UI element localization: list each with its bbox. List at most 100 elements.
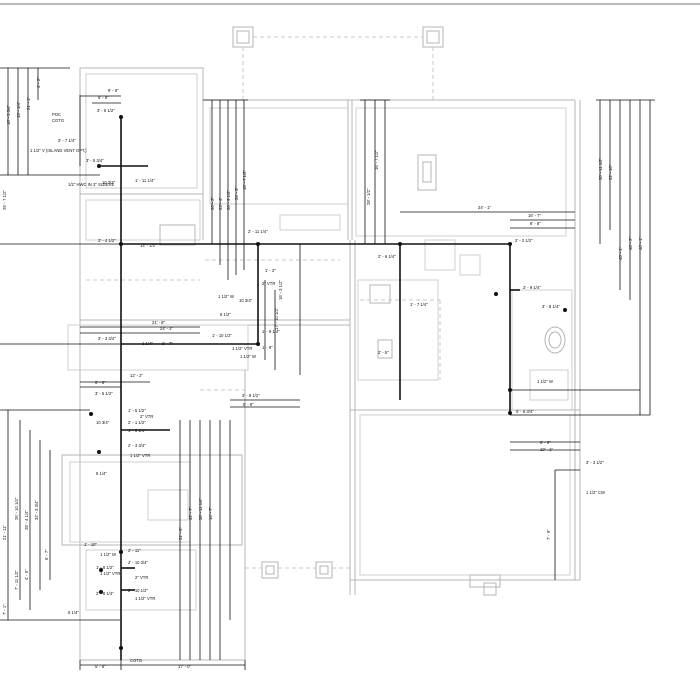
dimension-label: 10 3/4" bbox=[96, 420, 110, 425]
dimension-label: 2' - 10 3/4" bbox=[128, 560, 148, 565]
dimension-label: 1' - 11 1/4" bbox=[135, 178, 155, 183]
dimension-label: 3' - 3 3/4" bbox=[98, 336, 116, 341]
callout-labels: POC COTG 1 1/2" V (ISLAND VENT OPT.) 1/2… bbox=[30, 112, 605, 663]
label-vtr-3: 1 1/2" VTR bbox=[130, 453, 150, 458]
dimension-label-vertical: 4' - 5" bbox=[24, 569, 29, 580]
dimension-label: 12' - 2" bbox=[130, 373, 144, 378]
dimension-label-vertical: 4' - 2" bbox=[36, 77, 41, 88]
dimension-label-vertical: 40' - 1" bbox=[618, 246, 623, 260]
dimension-label-vertical: 32' - 7" bbox=[188, 506, 193, 520]
dimension-lines bbox=[0, 67, 655, 670]
dimension-label: 3' - 5 3/4" bbox=[86, 158, 104, 163]
dimension-label: 6 1/2" bbox=[220, 312, 231, 317]
dimension-label: 1' - 5 1/4" bbox=[128, 428, 146, 433]
dimension-label: 3' - 6 1/2" bbox=[97, 108, 115, 113]
dimension-label: 2' - 2 1/2" bbox=[515, 238, 533, 243]
dimension-label-vertical: 7' - 9" bbox=[546, 529, 551, 540]
dimension-label: 5' - 8" bbox=[95, 664, 106, 669]
dimension-label-vertical: 32' - 3 3/4" bbox=[34, 500, 39, 520]
dimension-label-vertical: 17' - 10 1/2" bbox=[274, 307, 279, 330]
dimension-label: 3' - 7 1/4" bbox=[58, 138, 76, 143]
dimension-label-vertical: 20' - 2" bbox=[210, 196, 215, 210]
dimension-label-vertical: 28' - 1/2" bbox=[366, 188, 371, 205]
dimension-label: 1' - 10 1/2" bbox=[212, 333, 232, 338]
dimension-label: 3' - 5 1/2" bbox=[95, 391, 113, 396]
dimension-label: 1' - 5 1/2" bbox=[128, 408, 146, 413]
dimension-label: 1 1/4" bbox=[142, 341, 153, 346]
dimension-label-vertical: 16' - 3 1/2" bbox=[278, 280, 283, 300]
dimension-label: 2' - 7" bbox=[162, 341, 173, 346]
dimension-label: 10 3/4" bbox=[239, 298, 253, 303]
dimension-label-vertical: 26' - 10 1/4" bbox=[14, 497, 19, 520]
dimension-label-vertical: 20' - 11 1/2" bbox=[598, 157, 603, 180]
label-vtr-1: 2" VTR bbox=[262, 281, 275, 286]
dimension-label: 6' - 8 3/4" bbox=[516, 409, 534, 414]
dimension-label-vertical: 21' - 1" bbox=[26, 96, 31, 110]
dimension-label-vertical: 40' - 2" bbox=[628, 236, 633, 250]
dimension-label-vertical: 23' - 4" bbox=[218, 196, 223, 210]
dimension-label-vertical: 18' - 7 1/2" bbox=[242, 170, 247, 190]
dimension-label: 3' - 4 1/2" bbox=[98, 238, 116, 243]
dimension-label-vertical: 21' - 11" bbox=[2, 524, 7, 540]
dimension-label: 6' - 8" bbox=[98, 95, 109, 100]
dimension-label: 2' - 11 1/4" bbox=[248, 229, 268, 234]
dimension-label: 21' - 8" bbox=[152, 320, 166, 325]
dimension-label: 9' - 8" bbox=[108, 88, 119, 93]
dimension-label: 16' - 7" bbox=[528, 213, 542, 218]
dimension-label: 1' - 9 1/4" bbox=[262, 329, 280, 334]
label-vtr-4: 2" VTR bbox=[140, 414, 153, 419]
dimension-label-vertical: 16' - 7 1/2" bbox=[374, 150, 379, 170]
dimension-label: 2' - 9 1/4" bbox=[523, 285, 541, 290]
dimension-label-vertical: 7' - 11 1/2" bbox=[14, 570, 19, 590]
dimension-label: 10 3/4" bbox=[102, 180, 116, 185]
dimension-label: 24' - 1" bbox=[478, 205, 492, 210]
dimension-label: 6 1/4" bbox=[68, 610, 79, 615]
label-vtr-5: 1 1/2" VTR bbox=[100, 571, 120, 576]
label-w-2: 1 1/2" W bbox=[240, 354, 256, 359]
dimension-label: 8 1/4" bbox=[96, 471, 107, 476]
label-vtr-2: 1 1/2" VTR bbox=[232, 346, 252, 351]
floor-plan-walls bbox=[61, 26, 581, 661]
dimension-label: 2' - 6 1/4" bbox=[378, 254, 396, 259]
label-poc: POC bbox=[52, 112, 61, 117]
label-sleeve: 1/2" HWC IN 3" SLEEVE bbox=[68, 182, 114, 187]
dimension-label: 8' - 9" bbox=[540, 440, 551, 445]
dimension-label: 2' - 8 1/4" bbox=[96, 591, 114, 596]
label-w-4: 1 1/2" W bbox=[100, 552, 116, 557]
dimension-label: 1' - 8 1/2" bbox=[96, 565, 114, 570]
dimension-label: 2' - 1 1/2" bbox=[128, 420, 146, 425]
dimension-label: 14' - 1/2" bbox=[140, 243, 157, 248]
label-vtr-6: 2" VTR bbox=[135, 575, 148, 580]
pipe-fittings bbox=[89, 115, 567, 650]
dimension-label: 3' - 9 1/2" bbox=[242, 393, 260, 398]
dimension-label-vertical: 24' - 3" bbox=[234, 186, 239, 200]
dimension-label: 1' - 3" bbox=[265, 268, 276, 273]
dimension-label-vertical: 28' - 4 1/4" bbox=[24, 510, 29, 530]
label-cw: 1 1/2" CW bbox=[586, 490, 605, 495]
dimension-label: 2' - 10 1/2" bbox=[128, 588, 148, 593]
dimension-label-vertical: 18' - 3 3/4" bbox=[6, 105, 11, 125]
label-w-3: 1 1/2" W bbox=[537, 379, 553, 384]
dimension-label-vertical: 22' - 10" bbox=[608, 164, 613, 180]
dimension-label: 2' - 3 3/4" bbox=[128, 443, 146, 448]
label-cotg-bottom: COTG bbox=[130, 658, 142, 663]
dimension-label: 3' - 3 1/2" bbox=[586, 460, 604, 465]
dimension-label: 1' - 10" bbox=[84, 542, 98, 547]
dimension-label: 2' - 5" bbox=[378, 350, 389, 355]
dimension-label-vertical: 6' - 7" bbox=[44, 549, 49, 560]
dimension-label: 2' - 11" bbox=[128, 548, 141, 553]
pipe-runs bbox=[100, 118, 520, 660]
dimension-label-vertical: 38' - 11 1/4" bbox=[198, 497, 203, 520]
label-w-1: 1 1/2" W bbox=[218, 294, 234, 299]
dimension-label: 5' - 9" bbox=[243, 402, 254, 407]
dimension-label-vertical: 40' - 1" bbox=[638, 236, 643, 250]
horizontal-dimension-labels: 9' - 8" 6' - 8" 3' - 6 1/2" 3' - 7 1/4" 3' -… bbox=[58, 88, 604, 669]
label-island-vent: 1 1/2" V (ISLAND VENT OPT.) bbox=[30, 148, 87, 153]
vertical-dimension-labels: 18' - 3 3/4"15' - 1/4"21' - 1"4' - 2"25'… bbox=[2, 77, 643, 615]
dimension-label-vertical: 20' - 9 1/2" bbox=[226, 190, 231, 210]
dimension-label-vertical: 15' - 1/4" bbox=[16, 101, 21, 118]
label-vtr-7: 1 1/2" VTR bbox=[135, 596, 155, 601]
dimension-label: 1' - 9" bbox=[262, 345, 273, 350]
